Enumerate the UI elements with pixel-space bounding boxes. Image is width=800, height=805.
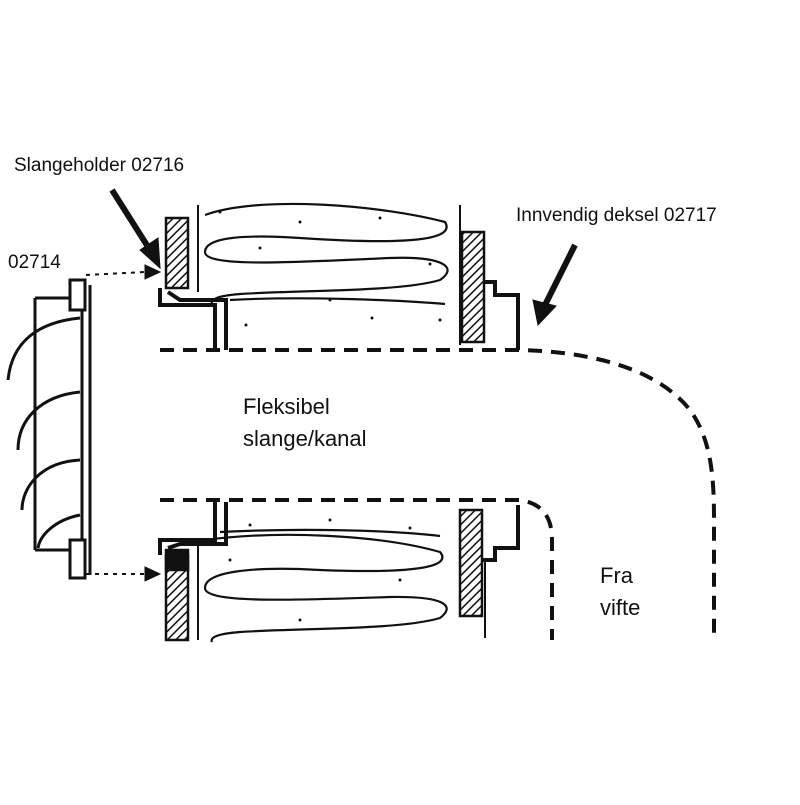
- slangeholder-part: [158, 216, 228, 642]
- label-fra-line1: Fra: [600, 563, 633, 588]
- exterior-grille-02714: [6, 278, 92, 580]
- label-fleksibel-line2: slange/kanal: [243, 426, 367, 451]
- insulation-upper: [203, 202, 449, 306]
- innvendig-deksel-part: [458, 230, 520, 618]
- insulation-lower: [203, 528, 448, 643]
- flex-duct-outline: [160, 348, 716, 640]
- label-fra-line2: vifte: [600, 595, 641, 620]
- wall-boundary: [197, 205, 486, 640]
- wall-texture: [218, 210, 442, 622]
- label-fleksibel-line1: Fleksibel: [243, 394, 330, 419]
- pointer-arrows: [85, 188, 578, 582]
- label-innvendig-deksel: Innvendig deksel 02717: [516, 205, 717, 226]
- label-02714: 02714: [8, 252, 61, 273]
- label-slangeholder: Slangeholder 02716: [14, 155, 185, 176]
